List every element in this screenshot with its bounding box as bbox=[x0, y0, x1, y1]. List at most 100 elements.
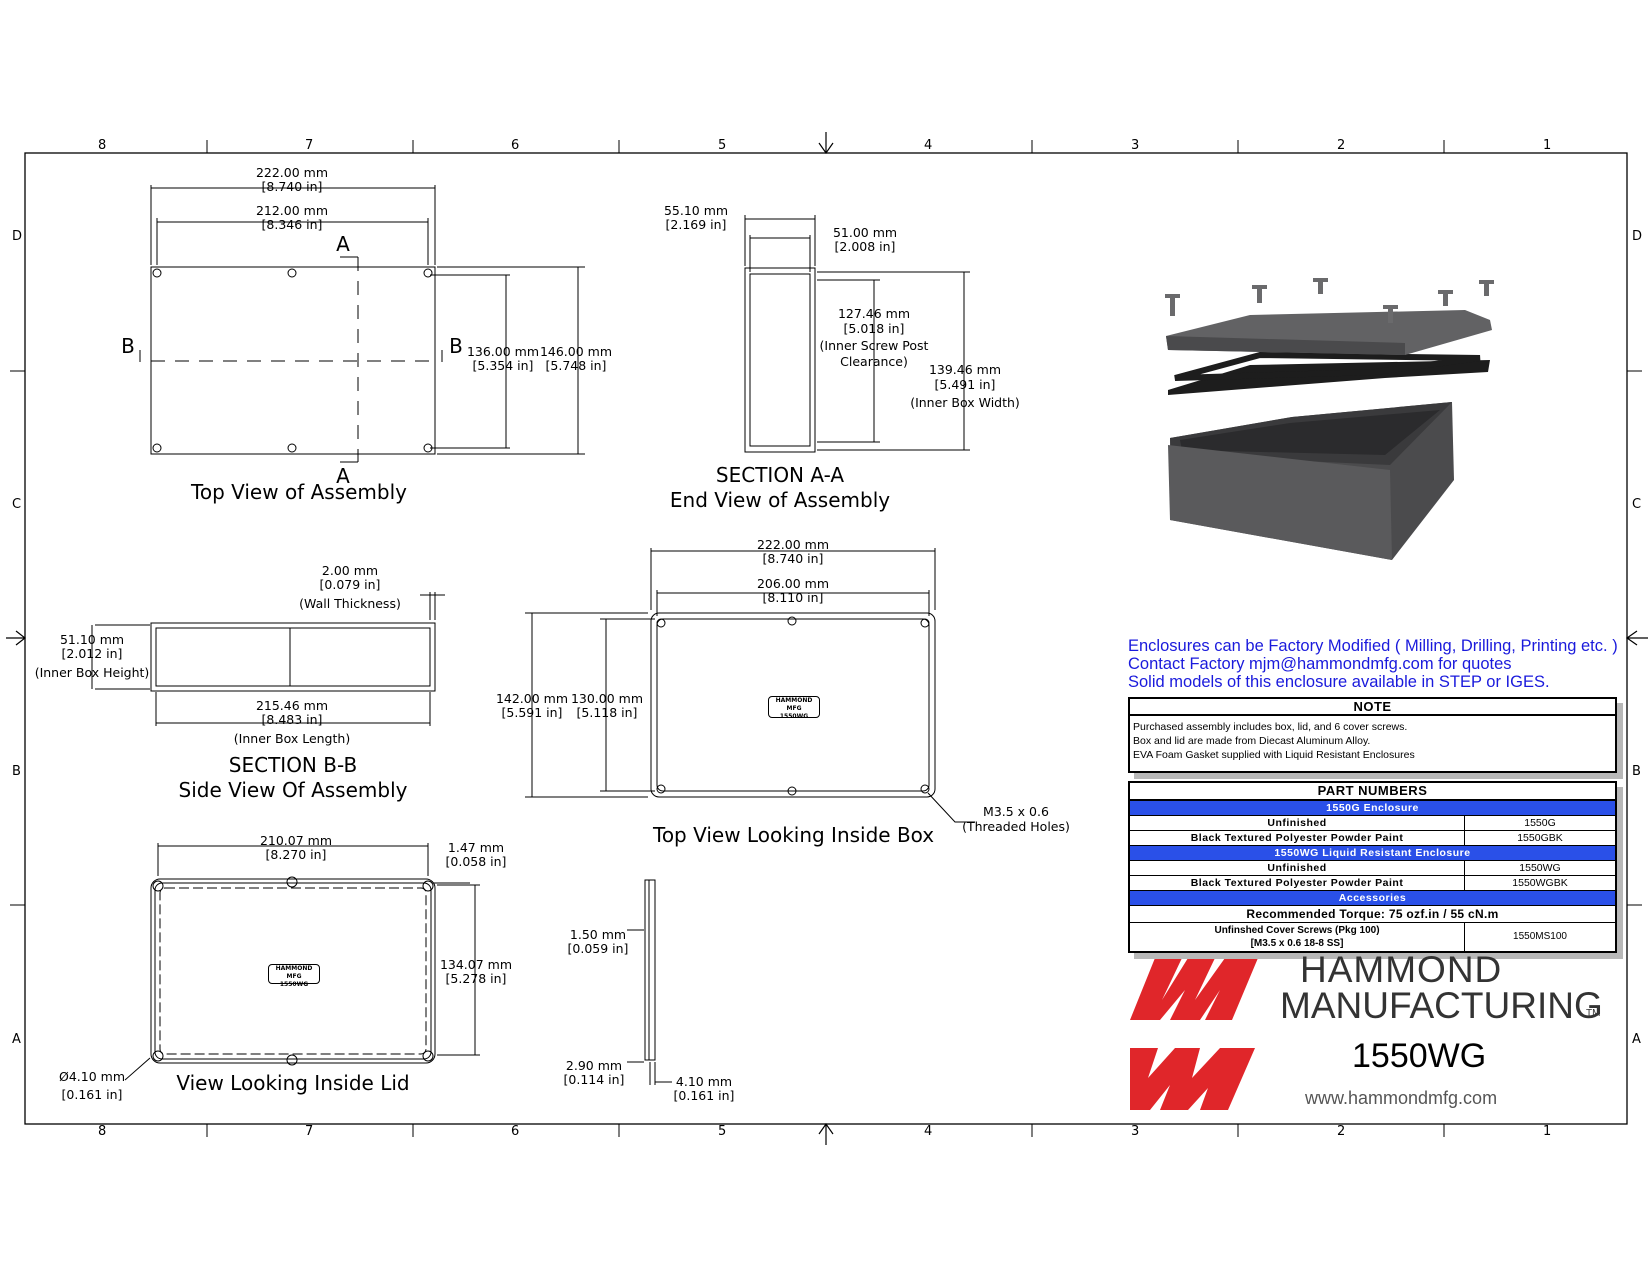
dim-bb-wall-note: (Wall Thickness) bbox=[299, 596, 401, 611]
zone-row-a: A bbox=[12, 1032, 21, 1047]
dim-aa-clearance-note2: Clearance) bbox=[840, 354, 908, 369]
dim-aa-height-in: [2.169 in] bbox=[665, 217, 727, 232]
title-section-bb: SECTION B-B bbox=[228, 753, 358, 777]
dim-lid-hole-in: [0.161 in] bbox=[61, 1087, 123, 1102]
dim-box-length-in: [8.740 in] bbox=[762, 551, 824, 566]
zone-col-3-bottom: 3 bbox=[1131, 1124, 1140, 1139]
info-factory-modified: Enclosures can be Factory Modified ( Mil… bbox=[1128, 637, 1618, 655]
dim-box-thread: M3.5 x 0.6 bbox=[983, 804, 1049, 819]
dim-box-length: 222.00 mm bbox=[756, 537, 830, 552]
zone-row-c-right: C bbox=[1632, 497, 1642, 512]
dim-aa-height: 55.10 mm bbox=[663, 203, 729, 218]
dim-bb-wall: 2.00 mm bbox=[321, 563, 379, 578]
zone-col-4: 4 bbox=[924, 138, 933, 153]
brand-name-line2: MANUFACTURING bbox=[1280, 985, 1603, 1026]
dim-top-holes: 212.00 mm bbox=[255, 203, 329, 218]
dim-box-inner-width: 130.00 mm bbox=[570, 691, 644, 706]
note-line: Purchased assembly includes box, lid, an… bbox=[1133, 721, 1408, 733]
screws-label: Unfinshed Cover Screws (Pkg 100) bbox=[1214, 925, 1380, 936]
dim-box-width-in: [5.591 in] bbox=[501, 705, 563, 720]
zone-row-a-right: A bbox=[1632, 1032, 1641, 1047]
note-line: EVA Foam Gasket supplied with Liquid Res… bbox=[1133, 749, 1415, 761]
dim-top-length: 222.00 mm bbox=[255, 165, 329, 180]
zone-col-5-bottom: 5 bbox=[718, 1124, 727, 1139]
info-solid-models: Solid models of this enclosure available… bbox=[1128, 673, 1550, 691]
brand-trademark: TM bbox=[1586, 1008, 1601, 1019]
zone-col-5: 5 bbox=[718, 138, 727, 153]
group-1550wg: 1550WG Liquid Resistant Enclosure bbox=[1130, 846, 1615, 861]
dim-bb-length-in: [8.483 in] bbox=[261, 712, 323, 727]
section-bb-view bbox=[91, 592, 445, 726]
section-marker-a-bottom: A bbox=[336, 464, 350, 488]
dim-top-width: 146.00 mm bbox=[539, 344, 613, 359]
dim-aa-clearance-in: [5.018 in] bbox=[843, 321, 905, 336]
dim-box-width: 142.00 mm bbox=[495, 691, 569, 706]
note-header: NOTE bbox=[1130, 699, 1615, 716]
dim-edge-c-in: [0.161 in] bbox=[673, 1088, 735, 1103]
dim-top-inner-in: [5.354 in] bbox=[472, 358, 534, 373]
subtitle-section-aa: End View of Assembly bbox=[669, 488, 891, 512]
zone-col-1: 1 bbox=[1543, 138, 1552, 153]
dim-box-inner-length-in: [8.110 in] bbox=[762, 590, 824, 605]
zone-col-3: 3 bbox=[1131, 138, 1140, 153]
zone-row-b: B bbox=[12, 764, 21, 779]
top-view-assembly bbox=[139, 185, 585, 463]
section-marker-b-right: B bbox=[449, 334, 463, 358]
note-body: Purchased assembly includes box, lid, an… bbox=[1130, 716, 1615, 766]
group-accessories: Accessories bbox=[1130, 891, 1615, 906]
dim-lid-length: 210.07 mm bbox=[259, 833, 333, 848]
screws-spec: [M3.5 x 0.6 18-8 SS] bbox=[1250, 938, 1344, 949]
dim-bb-height: 51.10 mm bbox=[59, 632, 125, 647]
zone-col-1-bottom: 1 bbox=[1543, 1124, 1552, 1139]
dim-top-holes-in: [8.346 in] bbox=[261, 217, 323, 232]
dim-aa-inner-width-in: [5.491 in] bbox=[934, 377, 996, 392]
part-numbers-header: PART NUMBERS bbox=[1130, 783, 1615, 801]
zone-ticks bbox=[10, 140, 1642, 1137]
dim-aa-inner-height: 51.00 mm bbox=[832, 225, 898, 240]
lid-edge-view bbox=[627, 879, 672, 1085]
dim-edge-b-in: [0.114 in] bbox=[563, 1072, 625, 1087]
title-inside-box: Top View Looking Inside Box bbox=[653, 823, 935, 847]
dim-bb-height-note: (Inner Box Height) bbox=[34, 665, 150, 680]
info-contact-factory: Contact Factory mjm@hammondmfg.com for q… bbox=[1128, 655, 1512, 673]
model-number: 1550WG bbox=[1352, 1037, 1487, 1075]
dim-lid-length-in: [8.270 in] bbox=[265, 847, 327, 862]
title-inside-lid: View Looking Inside Lid bbox=[176, 1071, 410, 1095]
dim-lid-width: 134.07 mm bbox=[439, 957, 513, 972]
screws-part-number: 1550MS100 bbox=[1513, 931, 1567, 942]
hammond-logo-icon bbox=[1130, 958, 1258, 1110]
dim-top-length-in: [8.740 in] bbox=[261, 179, 323, 194]
title-top-view-assembly: Top View of Assembly bbox=[191, 480, 407, 504]
zone-row-c: C bbox=[12, 497, 22, 512]
zone-col-8: 8 bbox=[98, 138, 107, 153]
enclosure-3d-render bbox=[1165, 278, 1494, 560]
dim-box-thread-note: (Threaded Holes) bbox=[962, 819, 1070, 834]
dim-aa-inner-width: 139.46 mm bbox=[928, 362, 1002, 377]
dim-top-inner: 136.00 mm bbox=[466, 344, 540, 359]
brand-url: www.hammondmfg.com bbox=[1305, 1088, 1498, 1108]
dim-top-width-in: [5.748 in] bbox=[545, 358, 607, 373]
zone-col-7-bottom: 7 bbox=[305, 1124, 314, 1139]
dim-bb-length-note: (Inner Box Length) bbox=[233, 731, 351, 746]
note-table: NOTE Purchased assembly includes box, li… bbox=[1128, 697, 1617, 773]
dim-aa-inner-height-in: [2.008 in] bbox=[834, 239, 896, 254]
dim-aa-clearance: 127.46 mm bbox=[837, 306, 911, 321]
recommended-torque: Recommended Torque: 75 ozf.in / 55 cN.m bbox=[1130, 906, 1615, 923]
zone-row-b-right: B bbox=[1632, 764, 1641, 779]
zone-row-d: D bbox=[12, 229, 23, 244]
section-marker-b-left: B bbox=[121, 334, 135, 358]
dim-edge-a: 1.50 mm bbox=[569, 927, 627, 942]
zone-col-7: 7 bbox=[305, 138, 314, 153]
zone-col-6-bottom: 6 bbox=[511, 1124, 520, 1139]
dim-aa-clearance-note: (Inner Screw Post bbox=[819, 338, 929, 353]
dim-lid-lip: 1.47 mm bbox=[447, 840, 505, 855]
center-marks bbox=[6, 132, 1648, 1145]
dim-edge-c: 4.10 mm bbox=[675, 1074, 733, 1089]
